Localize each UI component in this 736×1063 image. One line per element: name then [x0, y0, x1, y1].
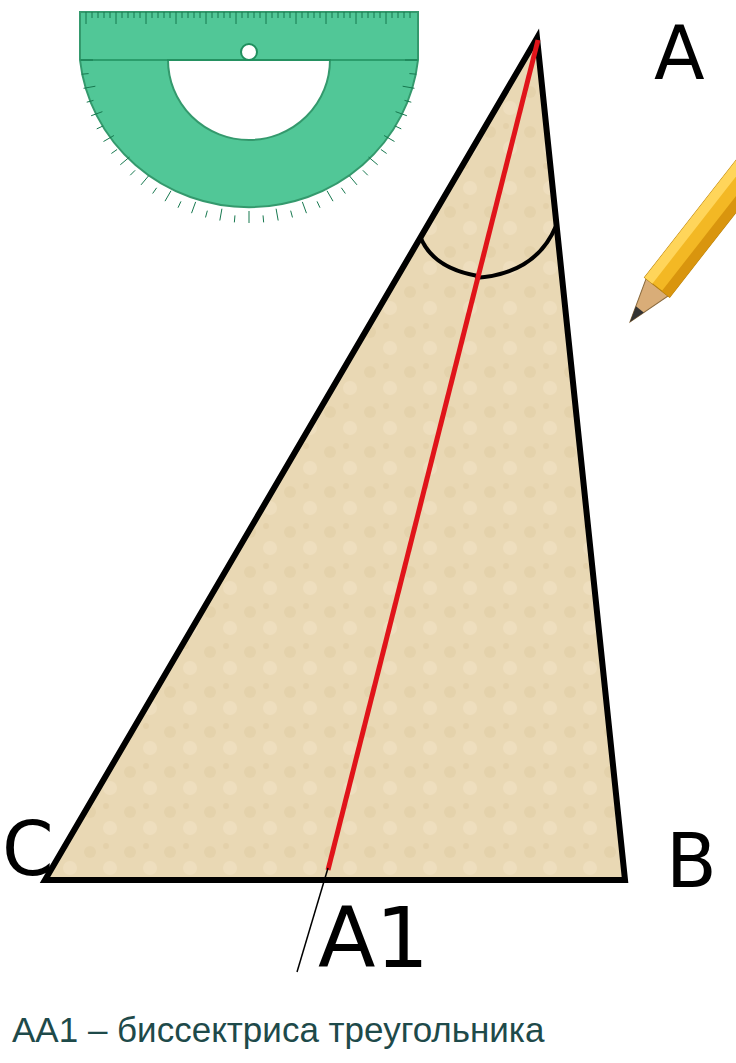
bisector: [328, 40, 538, 870]
angle-arc: [420, 236, 478, 276]
protractor: [80, 12, 418, 223]
triangle: [45, 38, 625, 880]
point-label: A: [654, 16, 705, 90]
point-label: A1: [318, 896, 429, 980]
point-label: B: [666, 824, 717, 898]
caption: АА1 – биссектриса треугольника: [12, 1012, 544, 1047]
pencil: [617, 120, 736, 332]
point-label: C: [2, 812, 54, 886]
